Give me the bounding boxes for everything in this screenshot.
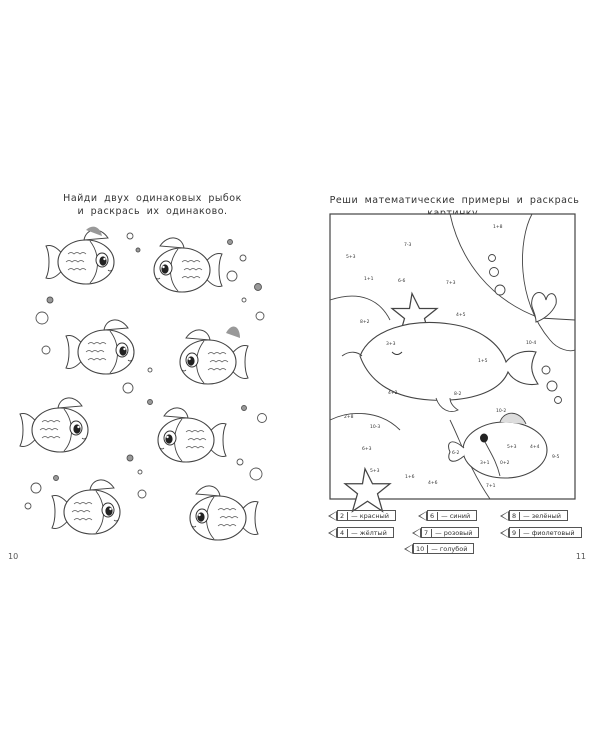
svg-text:6-2: 6-2	[452, 450, 459, 456]
crayon-pink: 7— розовый	[412, 527, 480, 538]
crayon-tip-icon	[500, 510, 509, 521]
svg-text:3+3: 3+3	[386, 341, 396, 347]
crayon-green: 8— зелёный	[500, 510, 568, 521]
svg-text:1+1: 1+1	[364, 276, 374, 282]
svg-text:7+3: 7+3	[446, 280, 456, 286]
fish-4	[179, 329, 249, 385]
coloring-picture: 1+8 7-3 5+3 1+1 6-6 7+3 8+2 4+5 3+3 10-4…	[329, 213, 576, 513]
svg-text:5+3: 5+3	[346, 254, 356, 260]
crayon-tip-icon	[328, 527, 337, 538]
svg-text:4+5: 4+5	[456, 312, 466, 318]
svg-text:10-2: 10-2	[496, 408, 506, 414]
fish-3	[65, 319, 135, 375]
right-page: Реши математические примеры и раскрась к…	[300, 0, 600, 750]
svg-text:1+6: 1+6	[405, 474, 415, 480]
fish-6	[157, 407, 227, 463]
svg-text:5+3: 5+3	[507, 444, 517, 450]
svg-text:8+2: 8+2	[360, 319, 370, 325]
left-page-number: 10	[8, 552, 19, 561]
svg-text:10-4: 10-4	[526, 340, 536, 346]
svg-text:9-5: 9-5	[552, 454, 559, 460]
svg-text:10-3: 10-3	[370, 424, 380, 430]
svg-text:7+1: 7+1	[486, 483, 496, 489]
svg-text:8-2: 8-2	[454, 391, 461, 397]
svg-text:1+8: 1+8	[493, 224, 503, 230]
svg-text:2+8: 2+8	[344, 414, 354, 420]
crayon-light-blue: 10— голубой	[404, 543, 475, 554]
crayon-tip-icon	[412, 527, 421, 538]
crayon-tip-icon	[404, 543, 413, 554]
svg-text:0+2: 0+2	[500, 460, 510, 466]
fish-illustration	[19, 226, 267, 541]
svg-text:7-3: 7-3	[404, 242, 411, 248]
fish-5	[19, 397, 89, 453]
right-page-number: 11	[575, 552, 586, 561]
crayon-yellow: 4— жёлтый	[328, 527, 394, 538]
svg-text:5+3: 5+3	[370, 468, 380, 474]
svg-text:4+2: 4+2	[388, 390, 398, 396]
crayon-tip-icon	[500, 527, 509, 538]
left-instruction-line1: Найди двух одинаковых рыбок	[63, 193, 242, 204]
fish-7	[51, 479, 121, 535]
left-instruction-line2: и раскрась их одинаково.	[77, 206, 228, 217]
svg-text:4+6: 4+6	[428, 480, 438, 486]
svg-text:1+5: 1+5	[478, 358, 488, 364]
crayon-red: 2— красный	[328, 510, 396, 521]
crayon-blue: 6— синий	[418, 510, 478, 521]
svg-text:6+3: 6+3	[362, 446, 372, 452]
crayon-violet: 9— фиолетовый	[500, 527, 582, 538]
left-page: Найди двух одинаковых рыбок и раскрась и…	[8, 192, 267, 561]
svg-text:4+4: 4+4	[530, 444, 540, 450]
crayon-tip-icon	[328, 510, 337, 521]
svg-text:6-6: 6-6	[398, 278, 405, 284]
svg-text:3+1: 3+1	[480, 460, 490, 466]
bubbles	[24, 232, 267, 510]
crayon-tip-icon	[418, 510, 427, 521]
left-instruction: Найди двух одинаковых рыбок и раскрась и…	[40, 192, 265, 218]
fish-2	[153, 237, 223, 293]
picture-bubbles	[488, 254, 562, 404]
math-examples: 1+8 7-3 5+3 1+1 6-6 7+3 8+2 4+5 3+3 10-4…	[344, 224, 559, 489]
fish-8	[189, 485, 259, 541]
fish-1	[45, 229, 115, 285]
